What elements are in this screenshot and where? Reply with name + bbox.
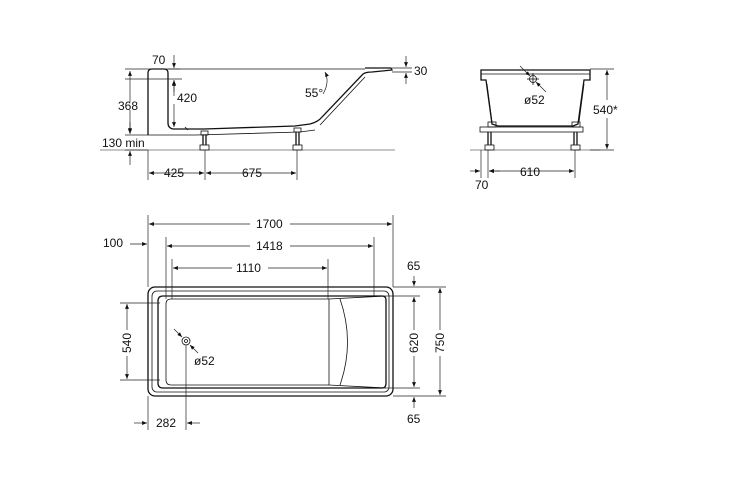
dim-drain-offset: 282 — [156, 416, 176, 430]
dim-end-foot-offset: 70 — [475, 178, 489, 192]
support-frame-end — [479, 121, 584, 151]
end-view: ø52 540* 70 610 — [470, 65, 618, 192]
dim-end-height: 540* — [593, 103, 618, 117]
dim-rim-thickness: 70 — [152, 53, 166, 67]
dim-total-length: 1700 — [256, 217, 283, 231]
plan-view: ø52 1700 1418 1110 100 540 65 — [103, 215, 447, 430]
dim-rim-offset: 100 — [103, 236, 123, 250]
dim-total-height: 368 — [118, 99, 138, 113]
dim-foot-spacing: 675 — [242, 166, 262, 180]
dim-drain-diameter-end: ø52 — [524, 93, 545, 107]
side-view: 70 368 420 55° 30 130 min 425 675 — [100, 53, 428, 180]
bathtub-end-profile — [480, 69, 591, 127]
dim-end-foot-spacing: 610 — [520, 165, 540, 179]
dim-flat-bottom-length: 1110 — [236, 261, 261, 275]
dim-drain-diameter-plan: ø52 — [194, 354, 215, 368]
dim-rim-bottom: 65 — [407, 412, 421, 426]
drain-end — [519, 65, 547, 93]
dim-backrest-angle: 55° — [305, 86, 323, 100]
support-legs-side — [199, 127, 303, 151]
dim-floor-gap: 130 min — [102, 136, 145, 150]
dim-rim-top: 65 — [407, 259, 421, 273]
dim-inner-width-top: 620 — [407, 333, 421, 353]
dim-inner-depth: 420 — [177, 91, 197, 105]
dim-foot-offset: 425 — [164, 166, 184, 180]
dim-rim-right: 30 — [414, 64, 428, 78]
dim-inner-width: 540 — [120, 333, 134, 353]
bathtub-plan-outline — [147, 286, 394, 397]
dim-total-width: 750 — [433, 333, 447, 353]
dim-inner-length: 1418 — [256, 239, 283, 253]
